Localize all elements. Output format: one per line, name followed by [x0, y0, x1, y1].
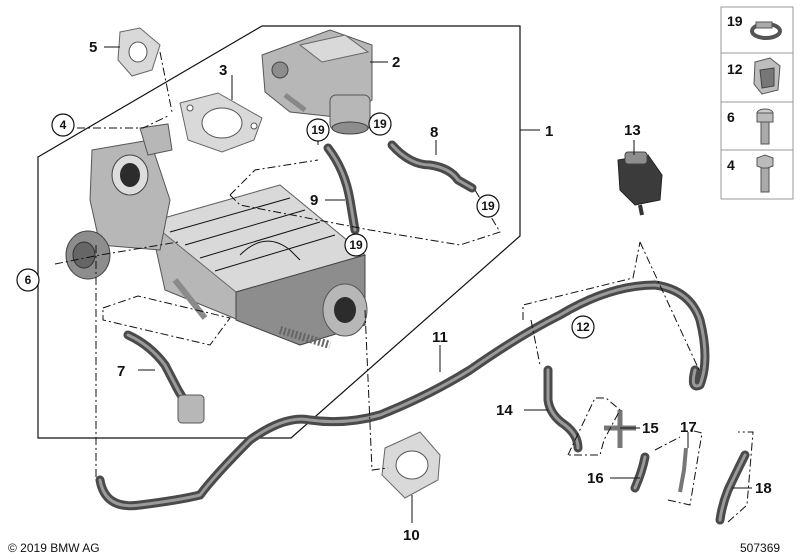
callout-14: 14: [496, 402, 513, 419]
svg-text:19: 19: [481, 199, 495, 213]
circled-callout-6: 6: [16, 268, 40, 292]
connector-15: [604, 410, 636, 448]
legend-item-19: 19: [727, 13, 782, 40]
egr-cooler-assembly: [65, 123, 368, 349]
circled-callout-19-b: 19: [368, 112, 392, 136]
callout-16: 16: [587, 470, 604, 487]
socket-bolt-icon: [756, 108, 774, 145]
legend-item-6: 6: [727, 108, 774, 145]
circled-callout-12: 12: [571, 315, 595, 339]
parts-legend: 19 12 6 4: [720, 6, 794, 200]
callout-5: 5: [89, 39, 97, 56]
circled-callouts: 4 6 12 19 19 19 19: [16, 112, 595, 339]
connector-17: [678, 447, 688, 493]
callout-1: 1: [545, 123, 553, 140]
svg-text:4: 4: [727, 157, 735, 173]
copyright-text: © 2019 BMW AG: [8, 541, 100, 555]
svg-text:12: 12: [727, 61, 743, 77]
pressure-sensor-13: [617, 151, 663, 216]
circled-callout-19-a: 19: [306, 118, 330, 142]
callout-17: 17: [680, 419, 697, 436]
callout-3: 3: [219, 62, 227, 79]
callout-7: 7: [117, 363, 125, 380]
clip-icon: [753, 57, 781, 95]
hose-9: [323, 143, 360, 235]
image-number: 507369: [740, 541, 780, 555]
gasket-10: [381, 431, 441, 499]
callout-15: 15: [642, 420, 659, 437]
svg-text:6: 6: [25, 273, 32, 287]
callout-9: 9: [310, 192, 318, 209]
svg-text:19: 19: [727, 13, 743, 29]
circled-callout-19-c: 19: [476, 194, 500, 218]
egr-valve-actuator: [261, 29, 373, 135]
callout-2: 2: [392, 54, 400, 71]
svg-text:19: 19: [349, 238, 363, 252]
callout-10: 10: [403, 527, 420, 544]
hose-7: [123, 330, 205, 424]
callout-13: 13: [624, 122, 641, 139]
gasket-3: [179, 92, 263, 153]
svg-text:12: 12: [576, 320, 590, 334]
callout-labels: 1 2 3 5 7 8 9 10 11 13 14 15 16 17 18: [89, 39, 772, 544]
callout-8: 8: [430, 124, 438, 141]
svg-text:19: 19: [311, 123, 325, 137]
svg-text:19: 19: [373, 117, 387, 131]
callout-11: 11: [432, 329, 448, 346]
reference-lines: [54, 51, 754, 523]
hex-bolt-icon: [756, 154, 774, 193]
svg-text:6: 6: [727, 109, 735, 125]
assembly-frame: [37, 25, 521, 439]
legend-item-12: 12: [727, 57, 781, 95]
circled-callout-4: 4: [51, 113, 75, 137]
hose-clamp-icon: [750, 21, 782, 40]
gasket-5: [117, 27, 161, 77]
callout-18: 18: [755, 480, 772, 497]
svg-text:4: 4: [60, 118, 67, 132]
legend-item-4: 4: [727, 154, 774, 193]
circled-callout-19-d: 19: [344, 233, 368, 257]
